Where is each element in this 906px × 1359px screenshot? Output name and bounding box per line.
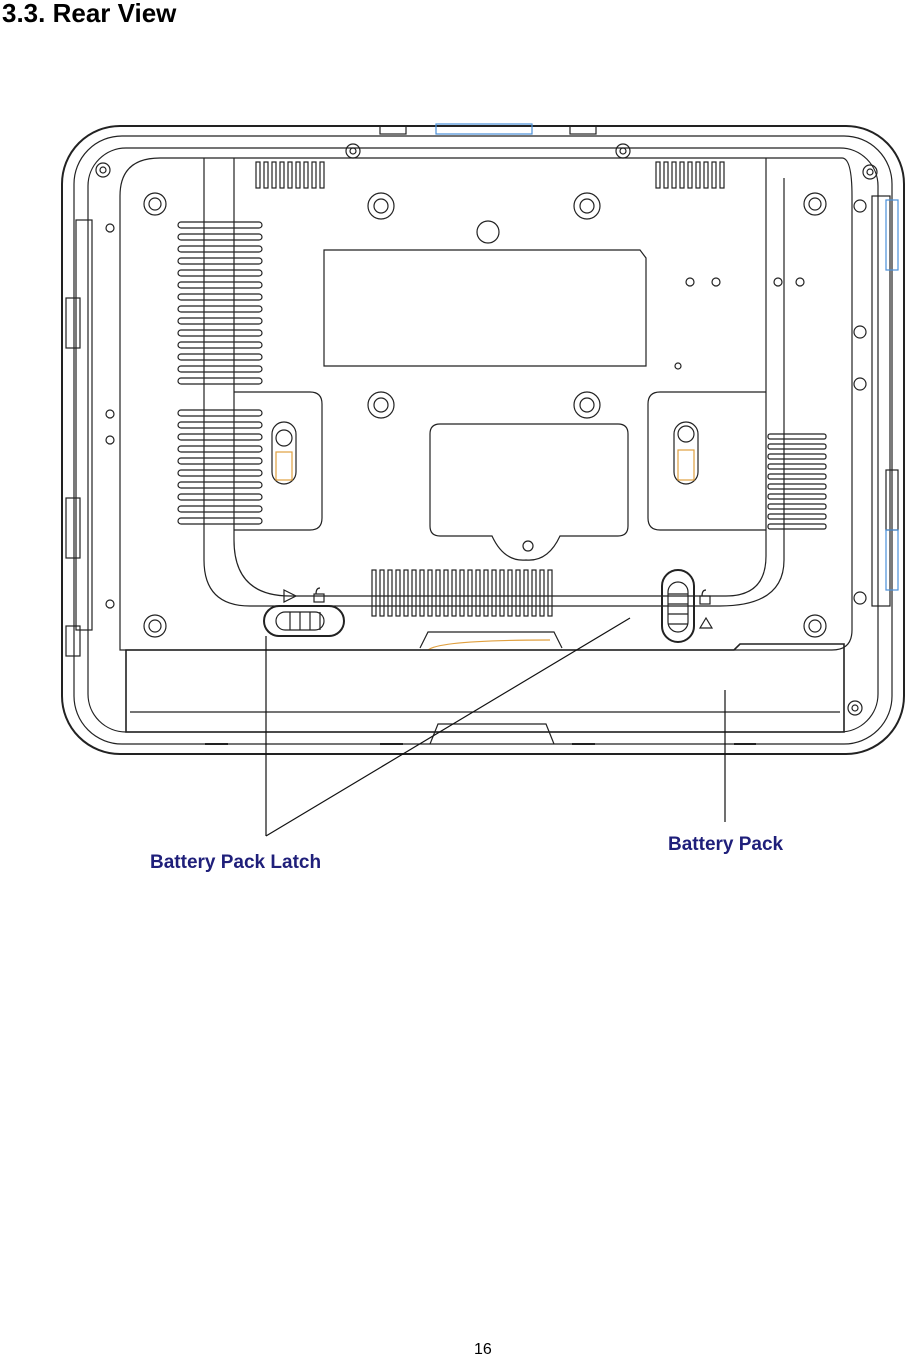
memory-compartment-cover xyxy=(430,424,628,560)
right-vent-fins xyxy=(768,434,826,529)
bottom-vent xyxy=(372,570,552,616)
battery-pack-label: Battery Pack xyxy=(668,834,783,856)
left-vent-fins xyxy=(178,222,262,524)
label-plate xyxy=(324,250,646,366)
mount-bosses xyxy=(368,193,600,418)
page-number: 16 xyxy=(474,1341,492,1359)
back-panel-outline xyxy=(120,158,852,650)
screw-holes xyxy=(96,144,877,715)
top-left-vent xyxy=(256,162,324,188)
battery-pack-latch-label: Battery Pack Latch xyxy=(150,852,321,874)
top-right-vent xyxy=(656,162,724,188)
left-hinge-housing xyxy=(234,392,322,530)
battery-pack xyxy=(126,644,844,732)
right-hinge-housing xyxy=(648,392,766,530)
